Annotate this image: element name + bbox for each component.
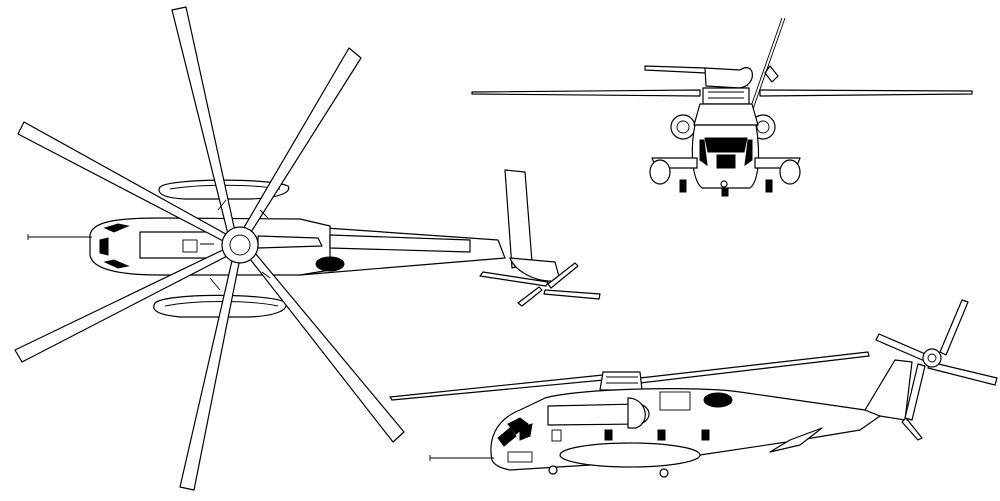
sponson-side xyxy=(559,442,701,468)
rotor-head-front xyxy=(702,87,750,105)
tail-rotor-blade-a xyxy=(479,271,549,287)
rotor-hub-top xyxy=(221,226,259,264)
top-view xyxy=(14,6,601,491)
rotor-blade-3 xyxy=(329,234,471,253)
exhaust-side xyxy=(703,392,733,408)
cockpit-window-lower xyxy=(103,259,130,269)
tail-rotor-blade-b xyxy=(543,289,601,300)
rotor-blade-side-right xyxy=(639,351,870,384)
rotor-blade-2 xyxy=(238,47,362,241)
rotor-blade-1 xyxy=(171,6,237,239)
tail-fin-side xyxy=(864,359,913,421)
tail-rotor-blade-c xyxy=(547,262,579,289)
windshield xyxy=(704,137,748,153)
tail-fin-top xyxy=(504,169,533,269)
sponson-lower xyxy=(153,294,287,318)
engine-left xyxy=(670,114,696,140)
side-view xyxy=(389,299,998,478)
front-view xyxy=(471,17,973,197)
rotor-blades-front xyxy=(471,89,701,97)
cockpit-window-upper xyxy=(103,223,130,233)
tail-rotor-blade-d xyxy=(517,286,543,307)
exhaust xyxy=(315,256,345,272)
tail-rotor-side xyxy=(875,299,998,421)
rotor-head-side xyxy=(599,371,643,391)
cockpit-window-side xyxy=(507,417,529,435)
main-rotor-top xyxy=(14,6,471,491)
rotor-blade-5 xyxy=(179,251,242,491)
